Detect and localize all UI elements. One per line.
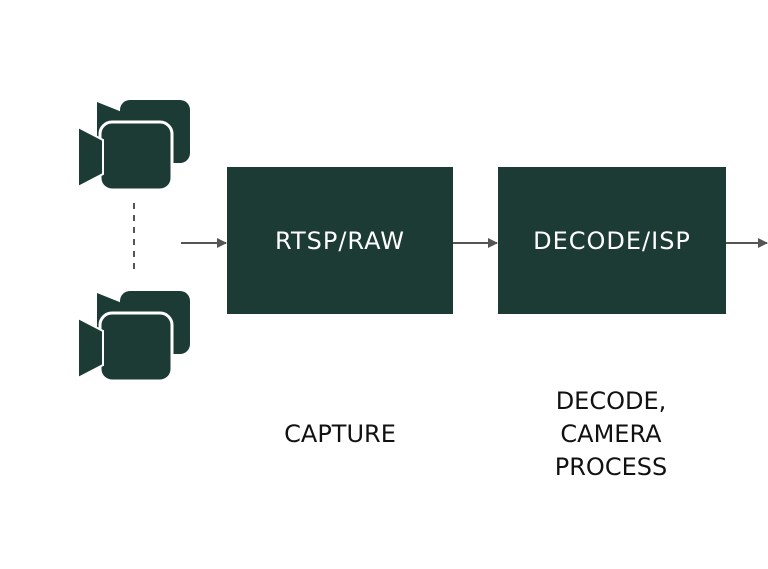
decode-stage-caption: DECODE, CAMERA PROCESS (554, 387, 668, 481)
video-camera-stack-icon (77, 100, 190, 192)
decode-stage-box: DECODE/ISP (498, 167, 726, 314)
capture-stage-label: RTSP/RAW (275, 226, 405, 255)
decode-stage-label: DECODE/ISP (533, 226, 691, 255)
capture-stage-caption: CAPTURE (284, 420, 396, 448)
capture-stage-box: RTSP/RAW (227, 167, 453, 314)
video-camera-stack-icon (77, 291, 190, 383)
